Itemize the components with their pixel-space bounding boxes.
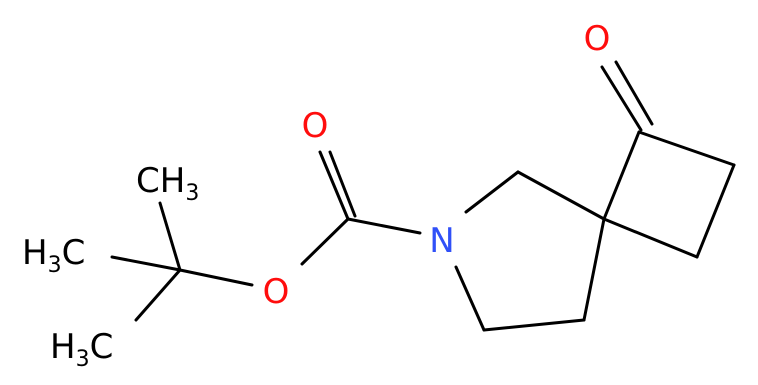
label-ch3-top: CH3: [136, 161, 199, 206]
bond-ketone-double-a: [600, 65, 643, 132]
bond-spiro-ch2: [582, 217, 606, 322]
bond-ch2-n: [454, 265, 486, 332]
bond-ch2-ch2-ring: [695, 163, 736, 259]
bond-carbonyl-c-n: [346, 217, 422, 235]
bond-ketone-double-b: [614, 60, 654, 126]
label-h3c-mid: H3C: [22, 233, 85, 278]
bond-c-h3c-mid: [110, 255, 182, 272]
bond-spiro-ketone-c: [602, 130, 641, 221]
bond-ch2-ch2: [482, 318, 586, 332]
bond-ketone-c-ch2: [637, 130, 736, 167]
bond-c-h3c-bottom: [134, 268, 182, 322]
bond-c-o-ester: [178, 268, 254, 287]
bond-ch2-spiro: [516, 170, 606, 221]
bond-carbonyl-double-b: [328, 150, 357, 218]
atom-o-ester: O: [263, 272, 290, 312]
label-h3c-bottom: H3C: [50, 327, 113, 372]
bond-ch2-spiro-ring: [602, 217, 699, 259]
bond-c-ch3-top: [158, 201, 182, 272]
atom-o-ketone: O: [584, 19, 611, 59]
atom-n-amine: N: [429, 221, 454, 261]
bond-o-ester-carbonyl-c: [300, 217, 350, 266]
bond-carbonyl-double-a: [318, 150, 350, 221]
atom-o-carbonyl: O: [302, 106, 329, 146]
bond-n-ch2-top: [464, 170, 520, 214]
